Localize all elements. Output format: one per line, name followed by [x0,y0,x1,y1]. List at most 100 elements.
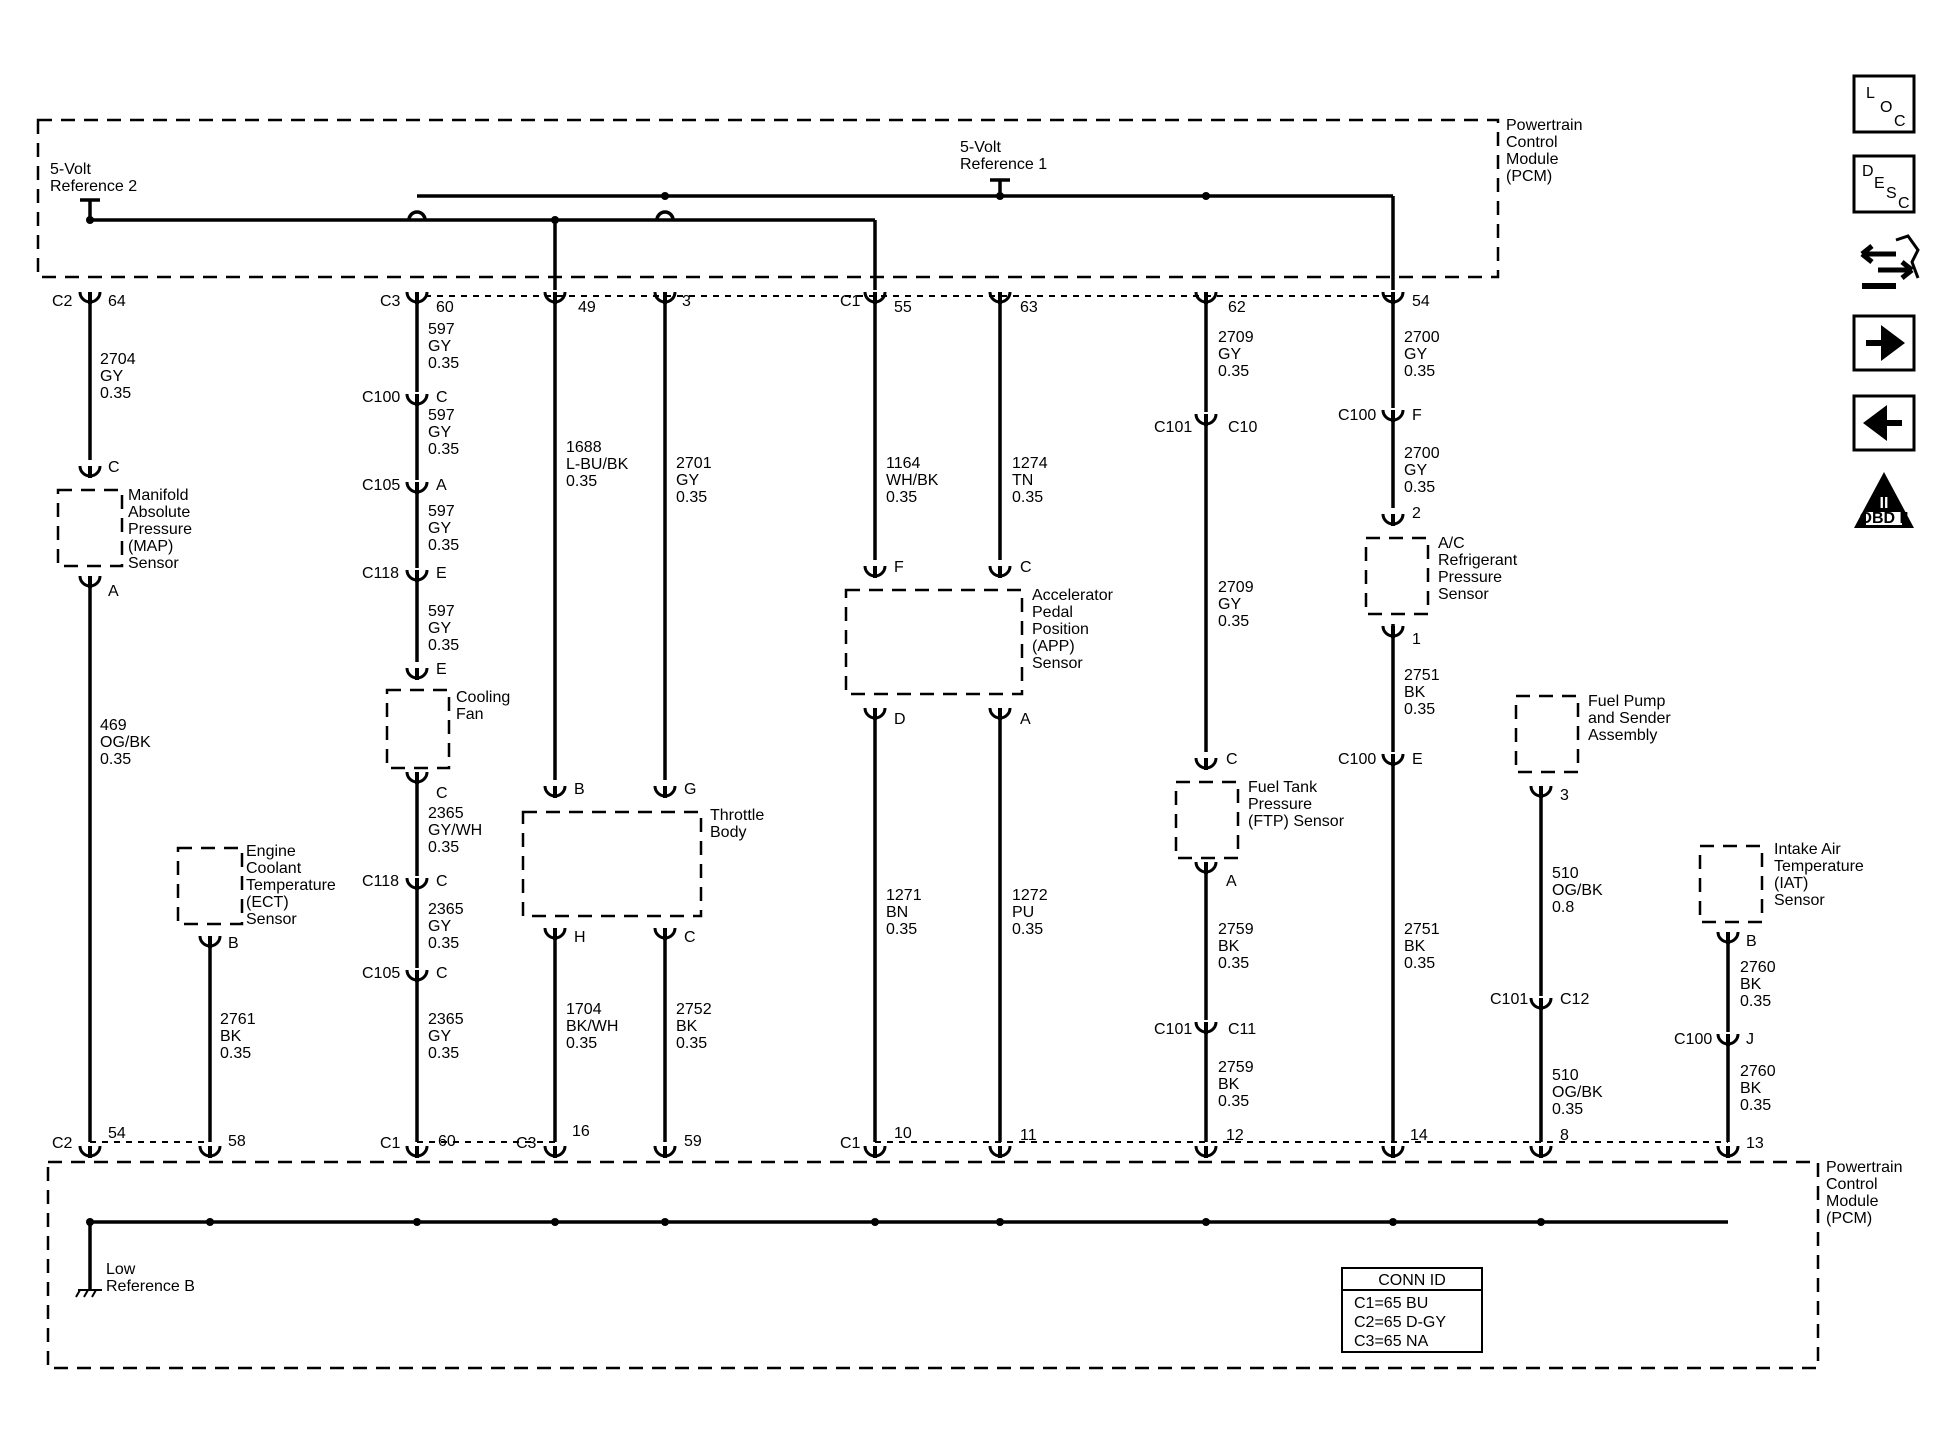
inline-conn: C105 [362,965,400,982]
pin-conn: C2 [52,1135,73,1152]
inline-pin: C [436,873,448,890]
cooling-fan-label: Cooling Fan [456,689,515,723]
app-pin-f: F [894,559,904,576]
fan-pin-c: C [436,785,448,802]
reference-1-bus [417,178,1395,290]
ac-pin-1: 1 [1412,631,1421,648]
conn-id-row: C1=65 BU [1354,1295,1428,1312]
circuit-wires [88,304,1730,1142]
map-pin-c: C [108,459,120,476]
pin-number: 64 [108,293,126,310]
next-arrow-icon[interactable] [1852,314,1916,372]
obd-ii-icon[interactable]: II OBD II [1854,472,1914,528]
conn-id-table: CONN ID C1=65 BU C2=65 D-GY C3=65 NA [1341,1267,1483,1353]
pin-number: 55 [894,299,912,316]
ftp-sensor-label: Fuel Tank Pressure (FTP) Sensor [1248,779,1345,830]
inline-conn: C101 [1154,419,1192,436]
wire-crossings [407,210,675,221]
low-reference-bus [75,1218,1728,1298]
fuel-pump-assembly [1514,694,1580,800]
pin-number: 16 [572,1123,590,1140]
iat-sensor-label: Intake Air Temperature (IAT) Sensor [1774,841,1868,909]
tb-pin-b: B [574,781,585,798]
inline-pin: J [1746,1031,1754,1048]
tb-pin-c: C [684,929,696,946]
inline-conn: C118 [362,873,399,890]
pin-conn: C3 [380,293,401,310]
inline-pin: E [436,565,447,582]
pin-number: 58 [228,1133,246,1150]
ac-pin-2: 2 [1412,505,1421,522]
cooling-fan [385,666,451,786]
reference-2-label: 5-Volt Reference 2 [50,161,137,195]
fuel-pump-pin-3: 3 [1560,787,1569,804]
iat-sensor [1698,844,1764,946]
svg-text:S: S [1886,185,1897,202]
inline-pin: F [1412,407,1422,424]
app-pin-c: C [1020,559,1032,576]
pin-number: 12 [1226,1127,1244,1144]
conn-id-title: CONN ID [1378,1272,1446,1289]
pcm-top-label: Powertrain Control Module (PCM) [1506,117,1587,185]
inline-pin: E [1412,751,1423,768]
ect-sensor [176,846,244,950]
fan-pin-e: E [436,661,447,678]
back-arrow-icon[interactable] [1852,394,1916,452]
inline-conn: C100 [1338,751,1376,768]
desc-icon[interactable]: D E S C [1852,154,1916,214]
top-pin-connectors [78,290,1405,306]
pin-number: 49 [578,299,596,316]
inline-conn: C101 [1490,991,1528,1008]
ac-pressure-sensor [1364,512,1430,640]
pin-conn: C1 [840,1135,861,1152]
svg-text:OBD II: OBD II [1860,510,1909,527]
pin-conn: C1 [840,293,861,310]
app-pin-a: A [1020,711,1031,728]
pin-number: 3 [682,293,691,310]
app-sensor-label: Accelerator Pedal Position (APP) Sensor [1032,587,1117,672]
ftp-pin-c: C [1226,751,1238,768]
top-pin-labels: C2 64 C3 60 49 3 C1 55 63 62 54 [52,293,1430,316]
pin-number: 8 [1560,1127,1569,1144]
inline-pin: C12 [1560,991,1589,1008]
pcm-top-box [36,118,1500,279]
inline-pin: C [436,389,448,406]
pin-number: 54 [1412,293,1430,310]
inline-conn: C100 [1338,407,1376,424]
reference-1-label: 5-Volt Reference 1 [960,139,1047,173]
connector-tool-icon[interactable] [1860,234,1920,289]
loc-icon[interactable]: L O C [1852,74,1916,134]
inline-conn: C118 [362,565,399,582]
throttle-body [521,784,703,942]
pin-number: 63 [1020,299,1038,316]
pin-number: 62 [1228,299,1246,316]
pin-number: 11 [1020,1127,1037,1144]
map-sensor [56,464,124,590]
ftp-sensor [1174,756,1240,876]
inline-conn: C105 [362,477,400,494]
inline-conn: C100 [1674,1031,1712,1048]
app-sensor [844,564,1024,722]
pin-number: 54 [108,1125,126,1142]
tb-pin-h: H [574,929,586,946]
